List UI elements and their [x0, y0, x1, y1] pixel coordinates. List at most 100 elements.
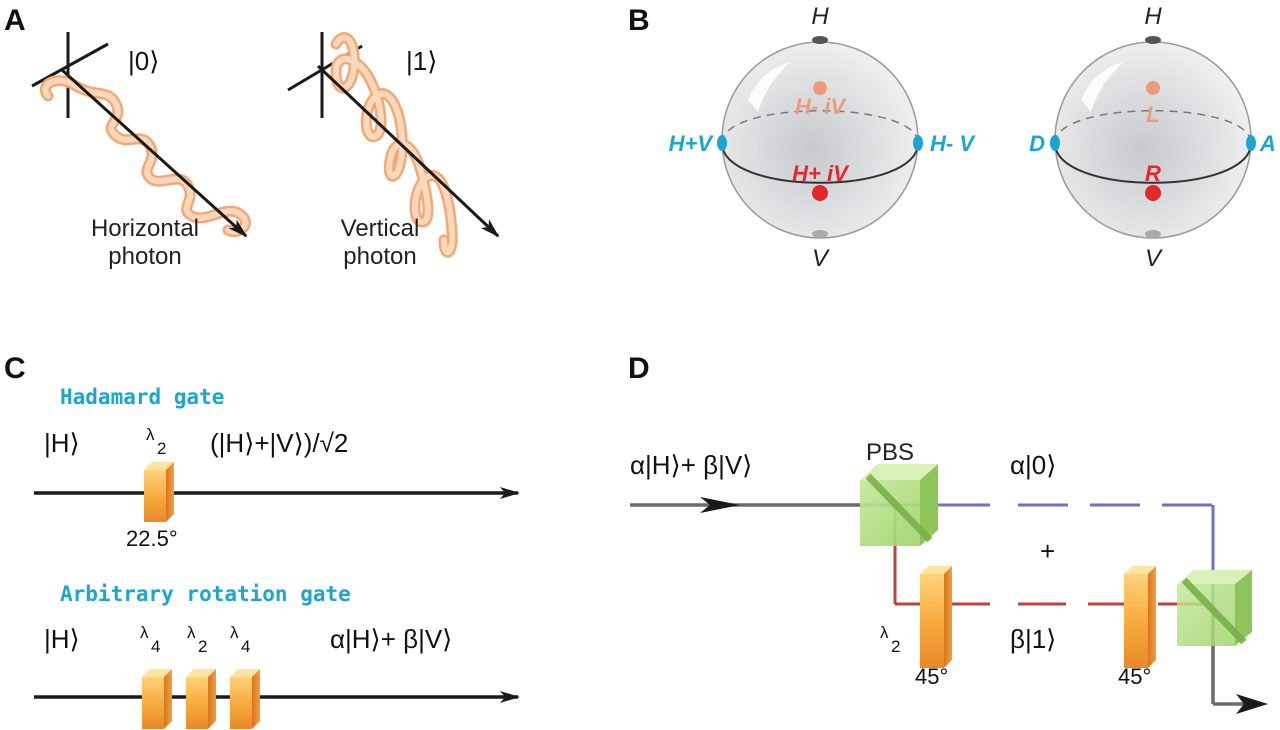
plate-side — [252, 669, 260, 729]
panel-b: B H V H+V H- V H- iV H+ iV — [628, 3, 1276, 272]
pbs-cube-1 — [860, 464, 938, 546]
vertical-wave-fill — [332, 34, 456, 256]
pole-top-marker-2 — [1145, 36, 1161, 44]
cube-side — [920, 464, 938, 546]
sphere-highlight-2 — [1081, 62, 1123, 112]
hadamard-gate-diagram: Hadamard gate |H⟩ λ 2 (|H⟩+|V⟩)/√2 22.5° — [34, 385, 520, 551]
cube-front — [860, 480, 920, 546]
pole-bottom-marker — [812, 230, 828, 238]
sphere1-right-label: H- V — [930, 131, 976, 156]
cube-diagonal — [865, 473, 933, 543]
horizontal-caption-line1: Horizontal — [91, 215, 199, 242]
sphere1-left-label: H+V — [669, 131, 715, 156]
sphere2-right-label: A — [1259, 131, 1276, 156]
half-wave-plate — [144, 462, 174, 522]
plate-side — [166, 462, 174, 522]
d-angle-1: 45° — [915, 664, 948, 689]
rotation-plate1-numerator: λ — [140, 623, 149, 642]
ket-0-label: |0⟩ — [128, 46, 159, 76]
hadamard-plate-denominator: 2 — [157, 439, 166, 458]
horizontal-photon-diagram: |0⟩ Horizontal photon — [31, 32, 251, 270]
plate-side — [208, 669, 216, 729]
rotation-output-state: α|H⟩+ β|V⟩ — [330, 624, 452, 654]
rotation-title: Arbitrary rotation gate — [60, 582, 351, 606]
rotation-plate3-denominator: 4 — [241, 637, 250, 656]
rotation-gate-diagram: Arbitrary rotation gate |H⟩ λ 4 λ 2 λ 4 … — [34, 582, 520, 729]
plate-front — [920, 574, 944, 668]
sphere2-bottom-label: V — [1145, 245, 1163, 272]
quarter-wave-plate-3 — [230, 669, 260, 729]
rotation-plate1-denominator: 4 — [151, 637, 160, 656]
output-beam-arrow — [1236, 694, 1268, 714]
d-plate-denominator: 2 — [891, 637, 900, 656]
right-state-marker — [913, 135, 923, 151]
panel-label-d: D — [628, 352, 650, 385]
half-wave-plate-d — [920, 566, 952, 668]
hadamard-plate-numerator: λ — [146, 425, 155, 444]
panel-label-b: B — [628, 4, 650, 37]
equator-front — [721, 142, 919, 184]
quarter-wave-plate-1 — [142, 669, 172, 729]
input-beam-arrow — [700, 497, 740, 513]
pbs-cube-2 — [1177, 570, 1252, 646]
sphere2-front-label: R — [1145, 161, 1161, 186]
hadamard-title: Hadamard gate — [60, 385, 224, 409]
hadamard-output-state: (|H⟩+|V⟩)/√2 — [210, 428, 348, 458]
propagation-arrow-horizontal — [60, 68, 248, 238]
pole-top-marker — [812, 36, 828, 44]
cube-top — [1177, 570, 1252, 584]
sphere1-front-label: H+ iV — [792, 161, 850, 186]
equator-back-2 — [1054, 110, 1252, 144]
sphere2-left-label: D — [1029, 131, 1045, 156]
pole-bottom-marker-2 — [1145, 230, 1161, 238]
equator-front-2 — [1054, 142, 1252, 184]
left-state-marker-2 — [1050, 135, 1060, 151]
ket-1-label: |1⟩ — [406, 46, 437, 76]
right-state-marker-2 — [1246, 135, 1256, 151]
panel-label-c: C — [4, 352, 26, 385]
back-state-marker-2 — [1146, 81, 1160, 95]
half-wave-plate-d2 — [1124, 566, 1156, 668]
horizontal-axis — [31, 42, 109, 88]
d-lower-state: β|1⟩ — [1010, 624, 1056, 654]
plate-front — [230, 677, 252, 729]
d-input-state: α|H⟩+ β|V⟩ — [630, 450, 752, 480]
plate-side — [944, 566, 952, 668]
d-upper-state: α|0⟩ — [1010, 450, 1056, 480]
cube-diagonal — [1181, 577, 1247, 645]
cube-front — [1177, 584, 1235, 646]
panel-c: C Hadamard gate |H⟩ λ 2 (|H⟩+|V⟩)/√2 22.… — [4, 352, 520, 729]
hadamard-angle: 22.5° — [126, 526, 178, 551]
front-state-marker-2 — [1145, 185, 1161, 201]
cube-side — [1235, 570, 1252, 646]
rotation-plate2-denominator: 2 — [198, 637, 207, 656]
propagation-arrow-vertical — [316, 64, 500, 238]
plate-top — [920, 566, 952, 574]
vertical-caption-line1: Vertical — [341, 215, 420, 242]
bloch-sphere-1: H V H+V H- V H- iV H+ iV — [669, 3, 977, 272]
plate-top — [1124, 566, 1156, 574]
sphere-highlight — [748, 62, 790, 112]
plate-front — [142, 677, 164, 729]
panel-label-a: A — [4, 4, 26, 37]
sphere2-top-label: H — [1144, 3, 1162, 30]
horizontal-caption-line2: photon — [108, 243, 181, 270]
hadamard-input-state: |H⟩ — [44, 428, 80, 458]
rotation-plate3-numerator: λ — [230, 623, 239, 642]
plate-top — [186, 669, 216, 677]
plate-top — [230, 669, 260, 677]
sphere1-bottom-label: V — [812, 245, 830, 272]
pbs-label: PBS — [866, 439, 914, 466]
front-state-marker — [812, 185, 828, 201]
back-state-marker — [813, 81, 827, 95]
rotation-plate2-numerator: λ — [187, 623, 196, 642]
d-angle-2: 45° — [1118, 664, 1151, 689]
vertical-caption-line2: photon — [343, 243, 416, 270]
sphere1-top-label: H — [811, 3, 829, 30]
sphere2-back-label: L — [1146, 102, 1159, 127]
bloch-sphere-2: H V D A L R — [1029, 3, 1276, 272]
horizontal-wave-fill — [42, 77, 249, 235]
vertical-photon-diagram: |1⟩ Vertical photon — [287, 32, 500, 270]
plate-side — [1148, 566, 1156, 668]
